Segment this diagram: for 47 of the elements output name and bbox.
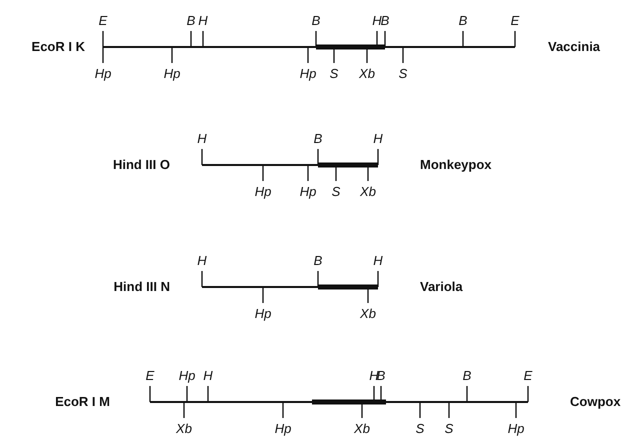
fragment-name: EcoR I M <box>55 395 110 409</box>
restriction-site-label: Hp <box>94 67 112 81</box>
restriction-site-label: B <box>458 14 468 28</box>
restriction-site-label: B <box>186 14 196 28</box>
restriction-site-label: Hp <box>254 307 272 321</box>
restriction-site-label: B <box>376 369 386 383</box>
restriction-site-label: S <box>330 67 338 81</box>
restriction-site-label: Hp <box>508 422 524 436</box>
restriction-site-label: Xb <box>176 422 192 436</box>
virus-name: Monkeypox <box>420 158 492 172</box>
restriction-site-label: H <box>373 254 383 268</box>
virus-name: Cowpox <box>570 395 621 409</box>
restriction-site-label: Xb <box>354 422 370 436</box>
restriction-site-label: E <box>146 369 154 383</box>
restriction-site-label: S <box>444 422 454 436</box>
fragment-name: Hind III N <box>114 280 170 294</box>
restriction-site-label: H <box>372 14 382 28</box>
restriction-site-label: B <box>380 14 390 28</box>
restriction-site-label: H <box>373 132 383 146</box>
fragment-name: EcoR I K <box>32 40 85 54</box>
restriction-site-label: H <box>369 369 379 383</box>
restriction-site-label: Xb <box>360 185 376 199</box>
restriction-site-label: Xb <box>359 67 375 81</box>
virus-name: Variola <box>420 280 463 294</box>
restriction-site-label: B <box>462 369 472 383</box>
restriction-site-label: B <box>312 14 320 28</box>
restriction-site-label: Hp <box>254 185 272 199</box>
virus-name: Vaccinia <box>548 40 600 54</box>
restriction-site-label: S <box>416 422 424 436</box>
restriction-site-label: H <box>197 254 207 268</box>
restriction-site-label: H <box>203 369 213 383</box>
restriction-site-label: Hp <box>178 369 196 383</box>
fragment-name: Hind III O <box>112 158 170 172</box>
restriction-site-label: E <box>98 14 108 28</box>
restriction-site-label: H <box>197 132 207 146</box>
restriction-site-label: S <box>398 67 408 81</box>
restriction-site-label: E <box>510 14 520 28</box>
restriction-site-label: S <box>332 185 340 199</box>
restriction-site-label: B <box>314 254 322 268</box>
restriction-site-label: Xb <box>360 307 376 321</box>
restriction-site-label: Hp <box>300 185 316 199</box>
restriction-site-label: Hp <box>300 67 316 81</box>
restriction-site-label: Hp <box>274 422 292 436</box>
restriction-site-label: H <box>198 14 208 28</box>
restriction-site-label: B <box>314 132 322 146</box>
restriction-site-label: E <box>524 369 532 383</box>
restriction-site-label: Hp <box>164 67 180 81</box>
